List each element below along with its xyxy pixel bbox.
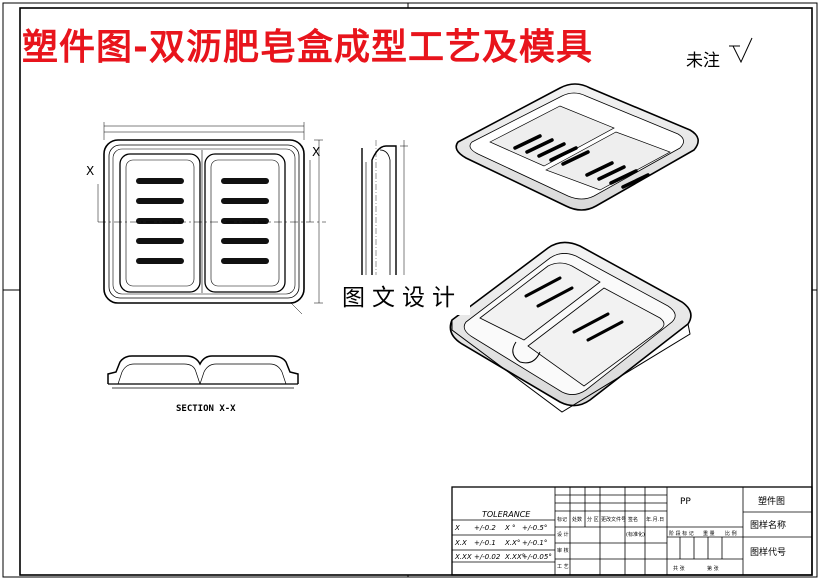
tolerance-angular-3: X.XX° — [505, 553, 526, 561]
tolerance-linear-tol-2: +/-0.1 — [474, 539, 496, 547]
tb-standard-label: (标准化) — [626, 532, 645, 538]
drawing-type-label: 塑件图 — [758, 497, 786, 507]
tb-stage-label: 阶 段 标 记 — [669, 531, 694, 537]
tb-sheet-number-label: 第 张 — [707, 566, 719, 572]
tolerance-angular-2: X.X° — [505, 539, 521, 547]
tb-col-header-6: 年.月.日 — [646, 517, 665, 523]
drain-slots-right — [221, 178, 269, 264]
tb-col-header-2: 处数 — [572, 517, 583, 523]
tb-col-header-1: 标记 — [557, 517, 568, 523]
section-label: SECTION X-X — [176, 404, 236, 414]
drawing-code-label: 图样代号 — [750, 548, 787, 558]
tb-row-label-process: 工 艺 — [557, 564, 569, 570]
tolerance-heading: TOLERANCE — [482, 510, 531, 519]
dimension-lines — [97, 122, 326, 315]
tb-col-header-3: 分 区 — [587, 517, 599, 523]
drawing-name-label: 图样名称 — [750, 521, 787, 531]
tb-sheet-total-label: 共 张 — [673, 566, 685, 572]
drawing-title: 塑件图-双沥肥皂盒成型工艺及模具 — [22, 27, 593, 68]
tolerance-linear-1: X — [455, 524, 460, 532]
tb-row-label-design: 设 计 — [557, 532, 569, 538]
section-view — [107, 355, 299, 389]
iso-view-bottom — [449, 241, 692, 413]
tb-col-header-4: 更改文件号 — [601, 517, 627, 523]
title-block — [451, 486, 813, 576]
tolerance-linear-2: X.X — [455, 539, 467, 547]
drain-slots-left — [136, 178, 184, 264]
tb-weight-label: 重 量 — [703, 531, 715, 537]
tb-row-label-review: 审 核 — [557, 548, 569, 554]
tolerance-angular-tol-2: +/-0.1° — [522, 539, 548, 547]
material-value: PP — [680, 497, 691, 507]
tb-scale-label: 比 例 — [725, 531, 737, 537]
tolerance-linear-tol-1: +/-0.2 — [474, 524, 496, 532]
tolerance-angular-1: X ° — [505, 524, 516, 532]
section-mark-right: X — [312, 145, 321, 159]
roughness-symbol — [729, 37, 753, 64]
tolerance-linear-3: X.XX — [455, 553, 472, 561]
roughness-label: 未注 — [686, 51, 720, 71]
watermark-text: 图文设计 — [334, 275, 470, 315]
iso-view-top — [455, 83, 699, 211]
tolerance-linear-tol-3: +/-0.02 — [474, 553, 501, 561]
tolerance-angular-tol-1: +/-0.5° — [522, 524, 548, 532]
top-view — [97, 122, 326, 315]
tb-col-header-5: 签名 — [628, 517, 639, 523]
section-mark-left: X — [86, 164, 95, 178]
tolerance-angular-tol-3: +/-0.05° — [522, 553, 552, 561]
